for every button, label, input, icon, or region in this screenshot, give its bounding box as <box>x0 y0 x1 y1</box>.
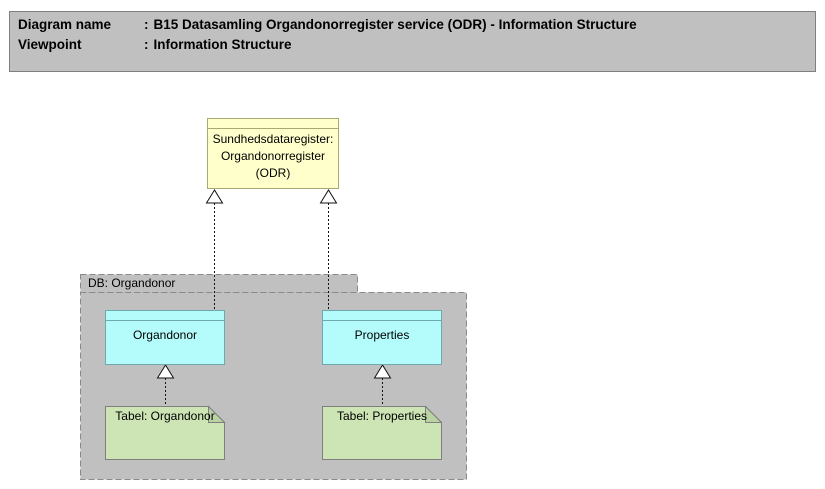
realization-arrowhead-icon <box>156 364 175 379</box>
group-label: DB: Organdonor <box>88 276 176 290</box>
diagram-name-colon: : <box>144 17 149 32</box>
realization-arrowhead-icon <box>373 364 392 379</box>
entity-node-label: Properties <box>354 328 410 342</box>
realization-arrowhead-icon <box>205 189 224 204</box>
viewpoint-value: Information Structure <box>153 37 292 52</box>
table-properties-shape[interactable] <box>322 406 442 460</box>
service-node-sundhedsdataregister-odr[interactable]: Sundhedsdataregister: Organdonorregister… <box>207 118 339 189</box>
realization-tabel-organdonor-to-organdonor[interactable] <box>156 364 175 406</box>
node-title-band <box>208 119 338 129</box>
service-node-label: Sundhedsdataregister: Organdonorregister… <box>212 132 334 180</box>
viewpoint-label: Viewpoint <box>18 37 82 52</box>
entity-node-label: Organdonor <box>132 328 198 342</box>
table-properties-label: Tabel: Properties <box>336 409 428 423</box>
entity-node-organdonor[interactable]: Organdonor <box>105 310 225 365</box>
title-row-viewpoint: Viewpoint: Information Structure <box>18 35 809 55</box>
diagram-title-block: Diagram name: B15 Datasamling Organdonorr… <box>9 11 816 72</box>
table-organdonor-shape[interactable] <box>105 406 225 460</box>
folded-corner-icon <box>208 405 226 423</box>
table-properties-node[interactable] <box>322 405 443 460</box>
node-title-band <box>323 311 441 321</box>
folded-corner-icon <box>425 405 443 423</box>
realization-organdonor-to-service[interactable] <box>205 189 224 310</box>
entity-node-properties[interactable]: Properties <box>322 310 442 365</box>
title-row-diagram-name: Diagram name: B15 Datasamling Organdonorr… <box>18 15 809 35</box>
diagram-name-value: B15 Datasamling Organdonorregister servi… <box>153 17 637 32</box>
viewpoint-colon: : <box>144 37 149 52</box>
table-organdonor-node[interactable] <box>105 405 226 460</box>
realization-properties-to-service[interactable] <box>319 189 338 310</box>
node-title-band <box>106 311 224 321</box>
table-organdonor-label: Tabel: Organdonor <box>115 409 215 423</box>
realization-tabel-properties-to-properties[interactable] <box>373 364 392 406</box>
diagram-name-label: Diagram name <box>18 17 112 32</box>
realization-arrowhead-icon <box>319 189 338 204</box>
